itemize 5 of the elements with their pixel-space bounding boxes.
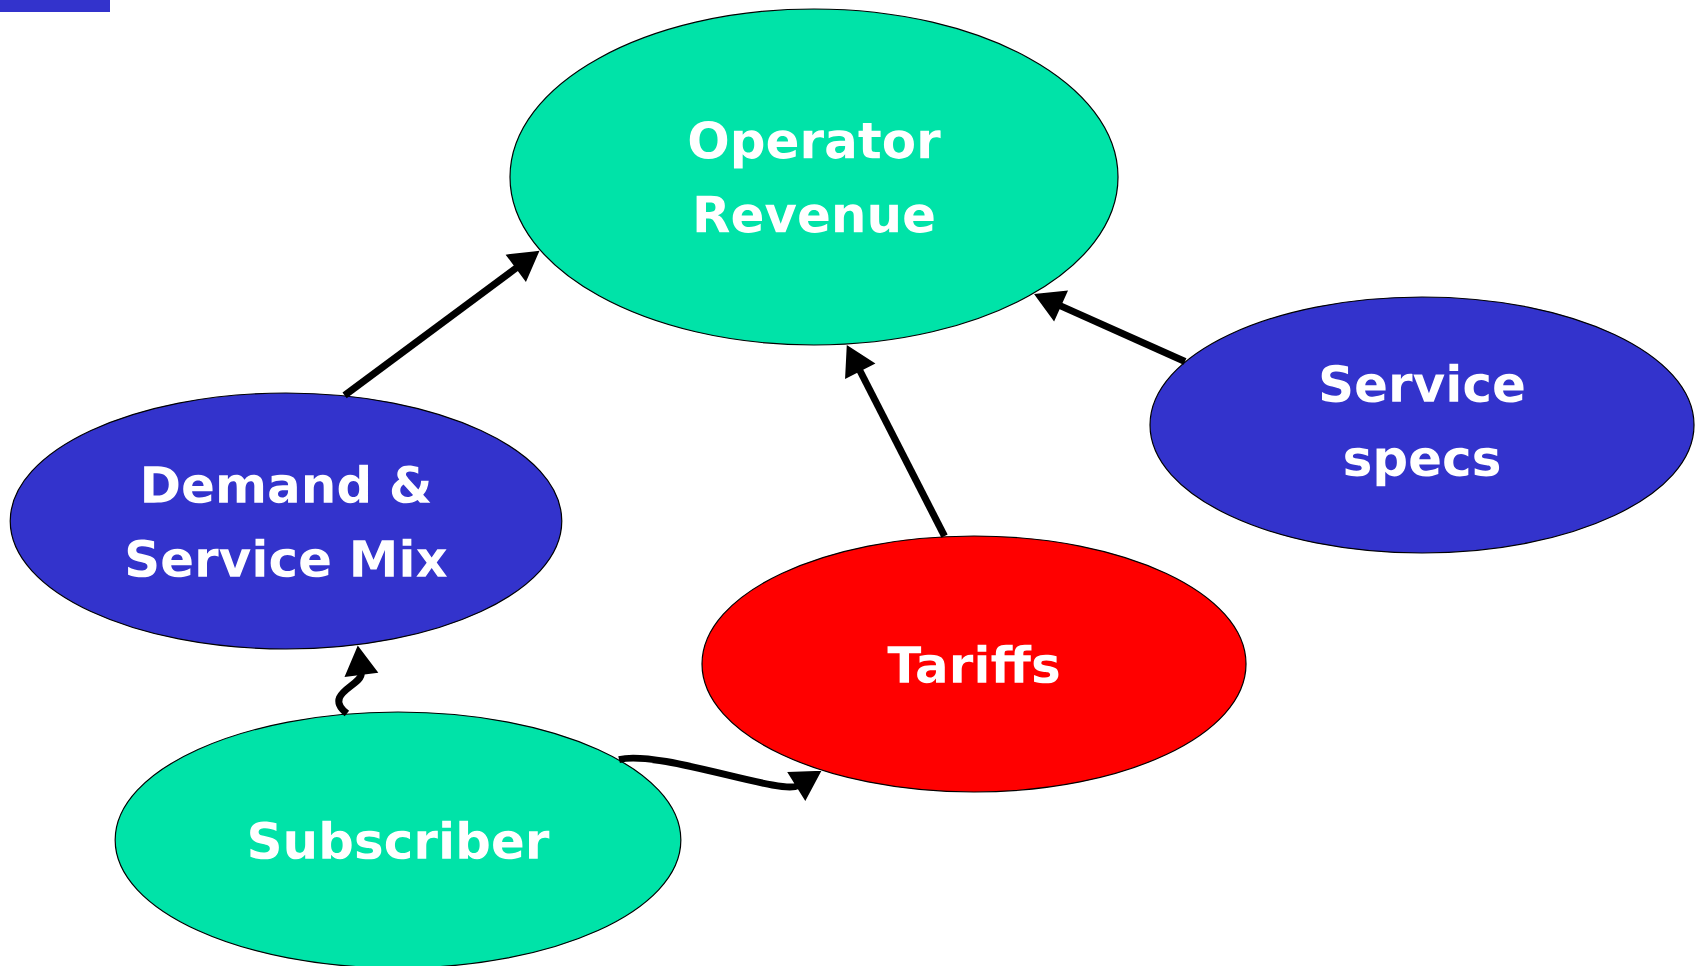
ellipse-node: Operator Revenue [509,8,1119,346]
ellipse-node: Tariffs [701,535,1247,793]
ellipse-node: Service specs [1149,296,1695,554]
ellipse-node: Demand & Service Mix [9,392,563,650]
ellipse-node: Subscriber [114,711,682,966]
